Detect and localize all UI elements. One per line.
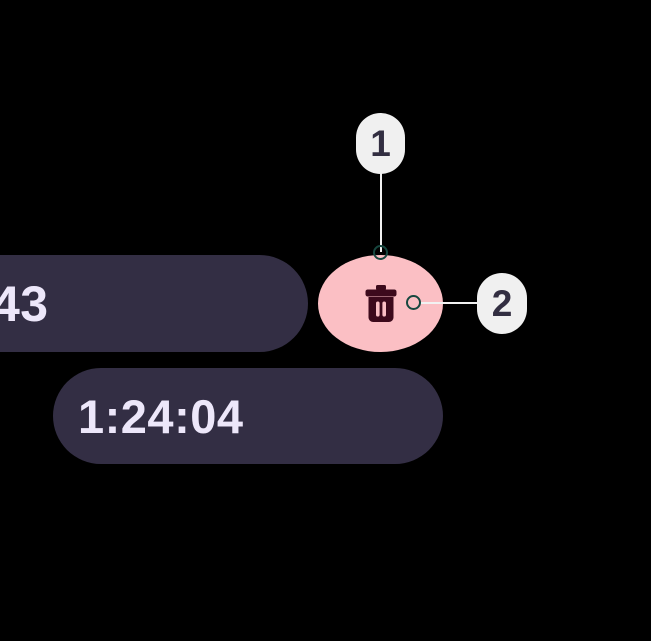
- trash-icon: [364, 284, 398, 323]
- duration-chip[interactable]: 1:24:04: [53, 368, 443, 464]
- duration-chip-label: 1:24:04: [78, 389, 244, 443]
- count-chip-label: 43: [0, 275, 49, 332]
- callout-badge-2[interactable]: 2: [477, 273, 527, 334]
- callout-leader-line-1: [380, 172, 382, 252]
- callout-leader-line-2: [419, 302, 479, 304]
- callout-badge-2-number: 2: [491, 283, 513, 324]
- callout-anchor-dot-2: [406, 295, 421, 310]
- callout-badge-1-number: 1: [370, 123, 391, 164]
- count-chip[interactable]: 43: [0, 255, 308, 352]
- callout-anchor-dot-1: [373, 245, 388, 260]
- callout-badge-1[interactable]: 1: [356, 113, 405, 174]
